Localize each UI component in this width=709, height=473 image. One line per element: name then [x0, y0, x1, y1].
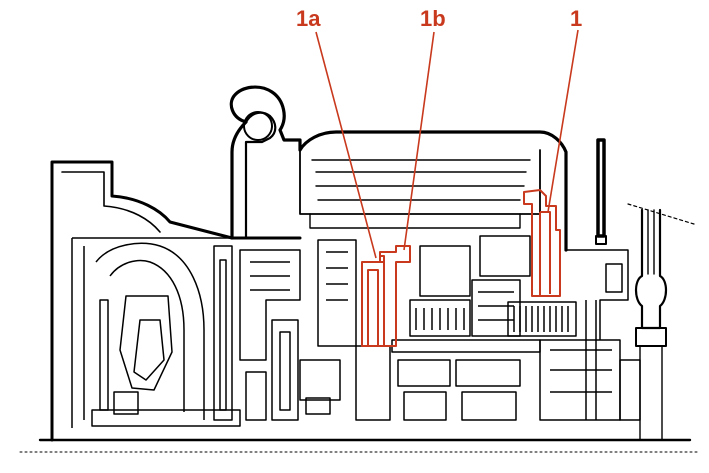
callout-1a-leader — [315, 31, 377, 259]
internal-components — [71, 235, 641, 428]
component-1-outline — [523, 189, 561, 297]
component-1b-outline — [379, 245, 411, 347]
component-1-inner — [539, 211, 551, 296]
housing-outline — [19, 85, 701, 453]
callout-1-leader — [547, 29, 579, 213]
callout-1b-leader — [403, 31, 435, 251]
callouts: 1a 1b 1 — [296, 6, 582, 259]
callout-1a-label: 1a — [296, 6, 321, 31]
callout-1b-label: 1b — [420, 6, 446, 31]
callout-1-label: 1 — [570, 6, 582, 31]
component-1a-inner — [367, 269, 379, 346]
highlighted-components — [361, 189, 561, 347]
